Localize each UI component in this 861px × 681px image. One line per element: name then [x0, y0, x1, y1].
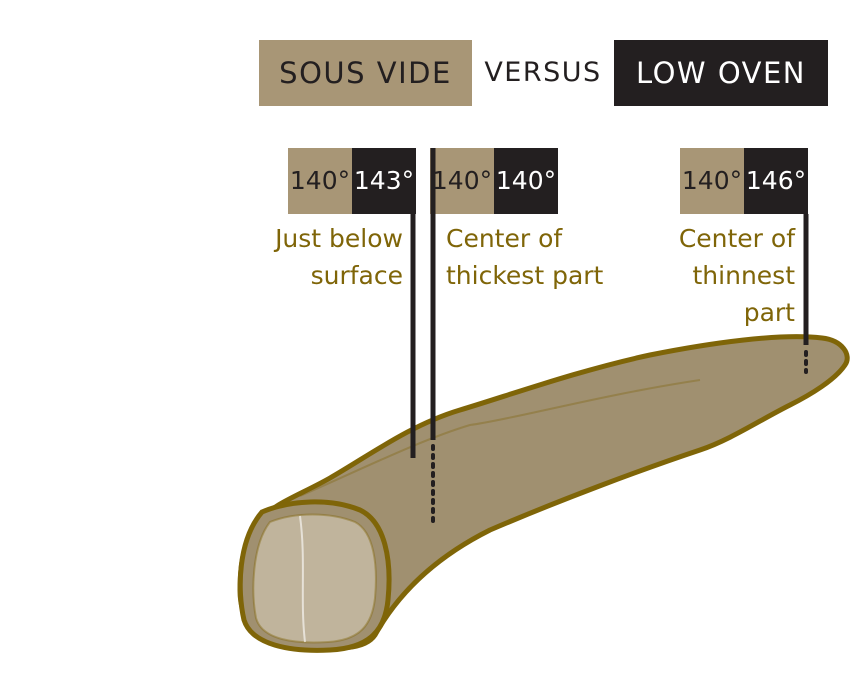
probe-2-low-oven-temp: 140° — [494, 148, 558, 214]
sous-vide-header: SOUS VIDE — [259, 40, 472, 106]
probe-3-label: Center of thinnest part — [678, 224, 795, 327]
versus-header: VERSUS — [484, 57, 602, 88]
tenderloin-ridge — [299, 379, 701, 497]
probe-2-sous-vide-temp: 140° — [430, 148, 494, 214]
probe-3-sous-vide-temp: 140° — [680, 148, 744, 214]
probe-2-label: Center of thickest part — [446, 224, 604, 290]
cut-face-inner — [252, 513, 377, 644]
probe-1-sous-vide-temp: 140° — [288, 148, 352, 214]
probe-1-low-oven-temp: 143° — [352, 148, 416, 214]
probe-3-low-oven-temp: 146° — [744, 148, 808, 214]
probe-1-label: Just below surface — [275, 224, 403, 290]
cut-face-grain — [299, 515, 306, 643]
low-oven-header: LOW OVEN — [614, 40, 828, 106]
